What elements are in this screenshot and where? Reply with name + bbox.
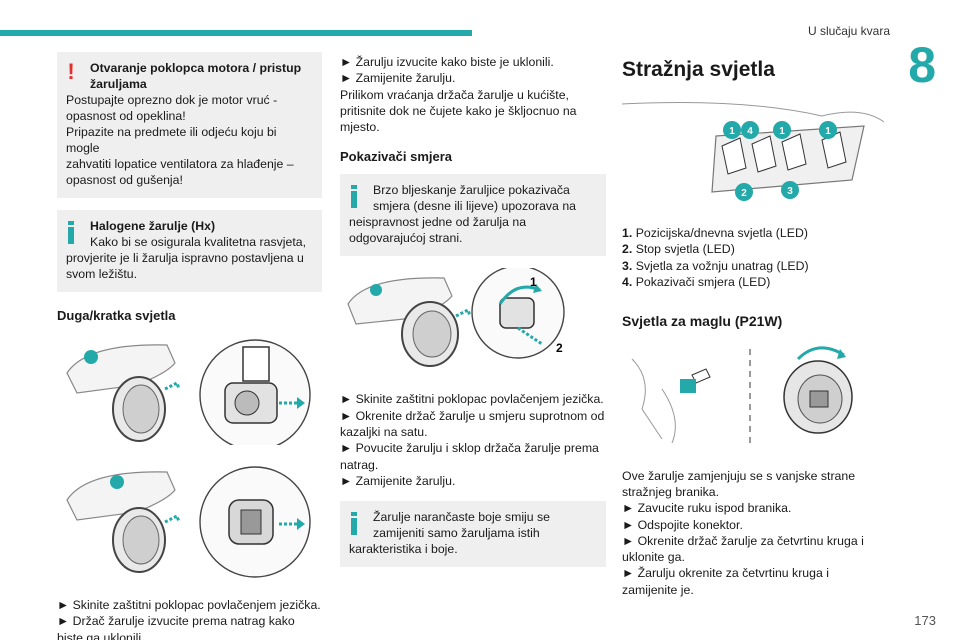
callout-label: 1 [530,275,537,289]
step-line: natrag. [340,457,379,472]
info-line: odgovarajućoj strani. [349,231,463,246]
section-heading-headlamps: Duga/kratka svjetla [57,308,176,323]
info-line: karakteristika i boje. [349,542,458,557]
section-heading-fog-lights: Svjetla za maglu (P21W) [622,312,783,329]
step-line: ► Okrenite držač žarulje za četvrtinu kr… [622,533,864,548]
column-2: ► Žarulju izvucite kako biste je uklonil… [340,54,606,579]
legend-item: 4. Pokazivači smjera (LED) [622,275,771,290]
step-line: ► Skinite zaštitni poklopac povlačenjem … [340,392,604,407]
indicator-bulb-figure: 1 2 [347,265,565,368]
section-heading-rear-lights: Stražnja svjetla [622,58,775,81]
step-line: mjesto. [340,120,380,135]
callout-label: 1 [779,126,785,137]
callout-label: 2 [556,341,563,355]
info-line: Žarulje narančaste boje smiju se [373,510,551,525]
info-line: smjera (desne ili lijeve) upozorava na [373,199,576,214]
warning-box: ! Otvaranje poklopca motora / pristup ža… [57,52,322,198]
warning-line: Postupajte oprezno dok je motor vruć - [66,93,278,107]
step-line: pritisnite dok ne čujete kako je škljocn… [340,103,577,118]
info-box: Brzo bljeskanje žaruljice pokazivača smj… [340,174,606,257]
headlamp-cover-figure [66,339,311,451]
step-line: Prilikom vraćanja držača žarulje u kućiš… [340,87,569,102]
info-icon [68,221,74,244]
page-number: 173 [914,613,936,628]
step-line: kazaljki na satu. [340,425,428,440]
warning-icon: ! [67,59,75,84]
info-line: Kako bi se osigurala kvalitetna rasvjeta… [90,235,306,249]
rear-lights-figure: 1 4 1 1 2 3 [621,102,885,201]
info-line: zamijeniti samo žaruljama istih [373,526,540,541]
step-line: Ove žarulje zamjenjuju se s vanjske stra… [622,468,856,483]
warning-line: opasnost od gušenja! [66,173,183,187]
chapter-title: U slučaju kvara [807,24,890,38]
indicator-steps: ► Skinite zaštitni poklopac povlačenjem … [340,391,606,489]
callout-label: 1 [825,126,831,137]
step-line: ► Odspojite konektor. [622,517,743,532]
section-heading-indicators: Pokazivači smjera [340,149,453,165]
headlamp-steps: ► Skinite zaštitni poklopac povlačenjem … [57,597,322,640]
headlamp-bulb-figure [66,466,311,578]
fog-light-steps: Ove žarulje zamjenjuju se s vanjske stra… [622,468,884,598]
bulb-intro: ► Žarulju izvucite kako biste je uklonil… [340,54,606,135]
step-line: biste ga uklonili. [57,630,145,640]
legend-item: 2. Stop svjetla (LED) [622,242,735,257]
callout-label: 4 [747,126,753,137]
info-icon [351,185,357,209]
info-title: Halogene žarulje (Hx) [90,219,216,233]
step-line: ► Zamijenite žarulju. [340,71,456,86]
info-box: Žarulje narančaste boje smiju se zamijen… [340,501,606,568]
header-accent-bar [0,30,472,36]
step-line: stražnjeg branika. [622,484,720,499]
fog-light-figure [631,346,853,443]
step-line: uklonite ga. [622,550,685,565]
warning-line: opasnost od opeklina! [66,109,186,123]
callout-label: 1 [729,126,735,137]
info-line: svom ležištu. [66,267,138,281]
chapter-number: 8 [908,37,936,93]
step-line: zamijenite je. [622,582,694,597]
info-line: Brzo bljeskanje žaruljice pokazivača [373,183,570,198]
column-3: Stražnja svjetla 1 4 1 1 2 3 1. Pozicijs… [621,58,885,598]
warning-line: Pripazite na predmete ili odjeću koju bi… [66,125,277,155]
info-icon [351,512,357,536]
step-line: ► Povucite žarulju i sklop držača žarulj… [340,441,599,456]
info-box: Halogene žarulje (Hx) Kako bi se osigura… [57,210,322,292]
step-line: ► Zavucite ruku ispod branika. [622,501,792,516]
rear-lights-legend: 1. Pozicijska/dnevna svjetla (LED) 2. St… [622,225,884,291]
column-1: ! Otvaranje poklopca motora / pristup ža… [57,52,322,640]
warning-title: Otvaranje poklopca motora / pristup žaru… [90,61,302,91]
legend-item: 1. Pozicijska/dnevna svjetla (LED) [622,226,808,240]
step-line: ► Skinite zaštitni poklopac povlačenjem … [57,598,321,612]
step-line: ► Okrenite držač žarulje u smjeru suprot… [340,408,605,423]
callout-label: 2 [741,188,747,199]
warning-line: zahvatiti lopatice ventilatora za hlađen… [66,157,294,171]
info-line: provjerite je li žarulja ispravno postav… [66,251,304,265]
step-line: ► Žarulju okrenite za četvrtinu kruga i [622,566,829,581]
callout-label: 3 [787,186,793,197]
legend-item: 3. Svjetla za vožnju unatrag (LED) [622,258,809,273]
step-line: ► Držač žarulje izvucite prema natrag ka… [57,614,295,629]
info-line: neispravnost jedne od žarulja na [349,215,527,230]
step-line: ► Žarulju izvucite kako biste je uklonil… [340,55,554,69]
step-line: ► Zamijenite žarulju. [340,473,456,488]
